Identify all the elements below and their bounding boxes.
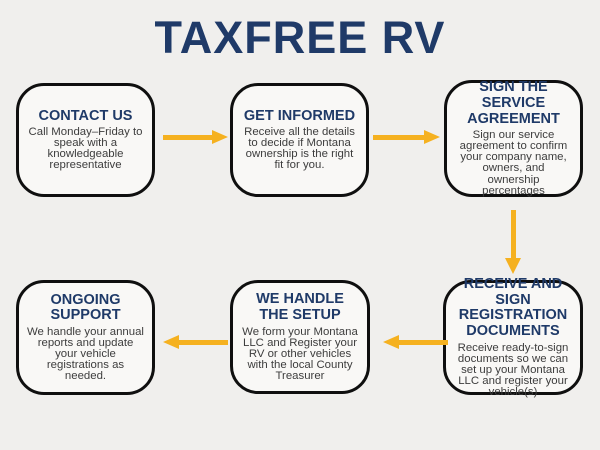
- step-heading: SIGN THE SERVICE AGREEMENT: [467, 79, 560, 127]
- arrow-head: [163, 335, 179, 349]
- arrow-down-icon: [505, 210, 521, 274]
- step-heading: RECEIVE AND SIGN REGISTRATION DOCUMENTS: [458, 276, 568, 339]
- step-heading: WE HANDLE THE SETUP: [256, 291, 344, 323]
- arrow-shaft: [163, 134, 212, 140]
- arrow-right-icon: [373, 130, 440, 144]
- arrow-head: [424, 130, 440, 144]
- step-box-sign-service-agreement: SIGN THE SERVICE AGREEMENT Sign our serv…: [444, 80, 583, 197]
- arrow-left-icon: [163, 335, 228, 349]
- step-body: We handle your annual reports and update…: [27, 326, 144, 383]
- step-body: Receive all the details to decide if Mon…: [244, 126, 355, 172]
- step-heading: CONTACT US: [38, 107, 133, 124]
- arrow-right-icon: [163, 130, 228, 144]
- step-body: Receive ready-to-sign documents so we ca…: [457, 341, 569, 398]
- arrow-head: [383, 335, 399, 349]
- arrow-shaft: [510, 210, 516, 258]
- step-body: We form your Montana LLC and Register yo…: [242, 325, 358, 382]
- step-heading: GET INFORMED: [243, 107, 356, 124]
- step-box-ongoing-support: ONGOING SUPPORT We handle your annual re…: [16, 280, 155, 395]
- arrow-shaft: [399, 339, 448, 345]
- step-box-we-handle-the-setup: WE HANDLE THE SETUP We form your Montana…: [230, 280, 370, 394]
- step-heading: ONGOING SUPPORT: [50, 291, 121, 324]
- step-body: Call Monday–Friday to speak with a knowl…: [28, 126, 143, 172]
- step-box-receive-sign-registration-documents: RECEIVE AND SIGN REGISTRATION DOCUMENTS …: [443, 276, 583, 398]
- page-title: TAXFREE RV: [154, 12, 446, 63]
- step-box-contact-us: CONTACT US Call Monday–Friday to speak w…: [16, 83, 155, 197]
- step-body: Sign our service agreement to confirm yo…: [459, 129, 568, 197]
- arrow-shaft: [373, 134, 424, 140]
- arrow-shaft: [179, 339, 228, 345]
- arrow-head: [212, 130, 228, 144]
- arrow-head: [505, 258, 521, 274]
- step-box-get-informed: GET INFORMED Receive all the details to …: [230, 83, 369, 197]
- arrow-left-icon: [383, 335, 448, 349]
